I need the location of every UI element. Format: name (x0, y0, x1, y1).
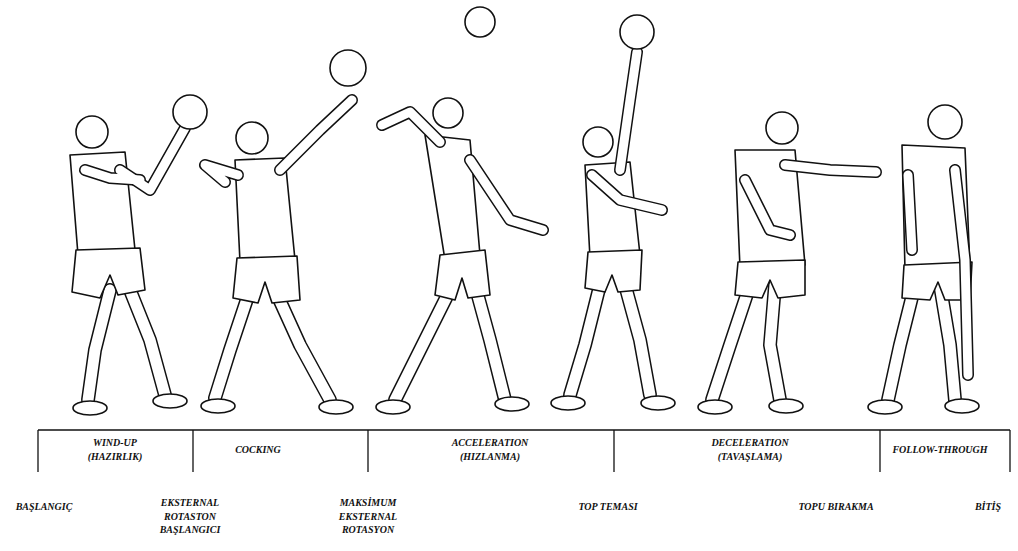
illustration-part (205, 100, 352, 182)
thrower-figure (201, 50, 366, 414)
illustration-part (395, 285, 505, 400)
illustration-part (233, 256, 300, 303)
illustration-part (620, 15, 654, 49)
illustration-part (879, 430, 880, 472)
illustration-part (766, 112, 798, 144)
illustration-part (868, 400, 902, 414)
thrower-figure (698, 112, 876, 414)
illustration-part (38, 429, 1010, 430)
event-label: EKSTERNAL ROTASTON BAŞLANGICI (153, 496, 227, 537)
illustration-part (495, 397, 529, 411)
illustration-part (330, 50, 366, 86)
illustration-part (908, 170, 968, 375)
illustration-part (76, 116, 108, 148)
phase-timeline (38, 430, 1010, 472)
phase-label: COCKING (203, 443, 313, 457)
illustration-part (888, 285, 955, 400)
illustration-part (215, 290, 330, 400)
illustration-part (551, 396, 585, 410)
illustration-part (585, 250, 642, 292)
illustration-part (945, 399, 979, 413)
illustration-part (37, 430, 38, 472)
illustration-part (376, 400, 410, 414)
thrower-figure (551, 15, 675, 410)
illustration-part (235, 158, 295, 262)
illustration-part (367, 430, 368, 472)
thrower-figure (376, 7, 543, 414)
event-label: TOP TEMASI (558, 500, 658, 514)
event-label: TOPU BIRAKMA (781, 500, 891, 514)
illustration-part (745, 165, 876, 235)
illustration-part (153, 394, 187, 408)
illustration-part (908, 170, 968, 375)
illustration-part (425, 135, 480, 260)
illustration-part (641, 396, 675, 410)
illustration-part (928, 105, 962, 139)
illustration-part (72, 248, 145, 298)
illustration-part (201, 399, 235, 413)
illustration-part (465, 7, 495, 37)
event-label: MAKSİMUM EKSTERNAL ROTASYON (331, 496, 405, 537)
event-label: BAŞLANGIÇ (4, 500, 84, 514)
phase-label: FOLLOW-THROUGH (885, 443, 995, 457)
illustration-part (888, 285, 955, 400)
illustration-part (435, 250, 490, 300)
illustration-part (319, 400, 353, 414)
event-label: BİTİŞ (962, 500, 1014, 514)
illustration-part (433, 98, 463, 128)
illustration-part (236, 122, 268, 154)
illustration-part (173, 95, 207, 129)
illustration-part (712, 285, 780, 400)
illustration-part (1009, 430, 1010, 472)
illustration-part (205, 100, 352, 182)
illustration-part (570, 285, 650, 395)
illustration-part (613, 430, 614, 472)
illustration-part (382, 112, 543, 230)
illustration-part (215, 290, 330, 400)
illustration-part (192, 430, 193, 472)
thrower-figure (868, 105, 979, 414)
illustration-part (735, 260, 805, 298)
illustration-part (395, 285, 505, 400)
illustration-part (88, 290, 165, 400)
illustration-part (745, 165, 876, 235)
illustration-part (88, 290, 165, 400)
illustration-part (698, 400, 732, 414)
illustration-part (382, 112, 543, 230)
phase-label: DECELERATION (TAVAŞLAMA) (700, 436, 800, 463)
phase-label: ACCELERATION (HIZLANMA) (440, 436, 540, 463)
illustration-part (769, 399, 803, 413)
illustration-part (73, 401, 107, 415)
illustration-part (712, 285, 780, 400)
illustration-part (583, 127, 613, 157)
thrower-figure (70, 95, 207, 415)
illustration-part (570, 285, 650, 395)
phase-label: WIND-UP (HAZIRLIK) (80, 436, 150, 463)
